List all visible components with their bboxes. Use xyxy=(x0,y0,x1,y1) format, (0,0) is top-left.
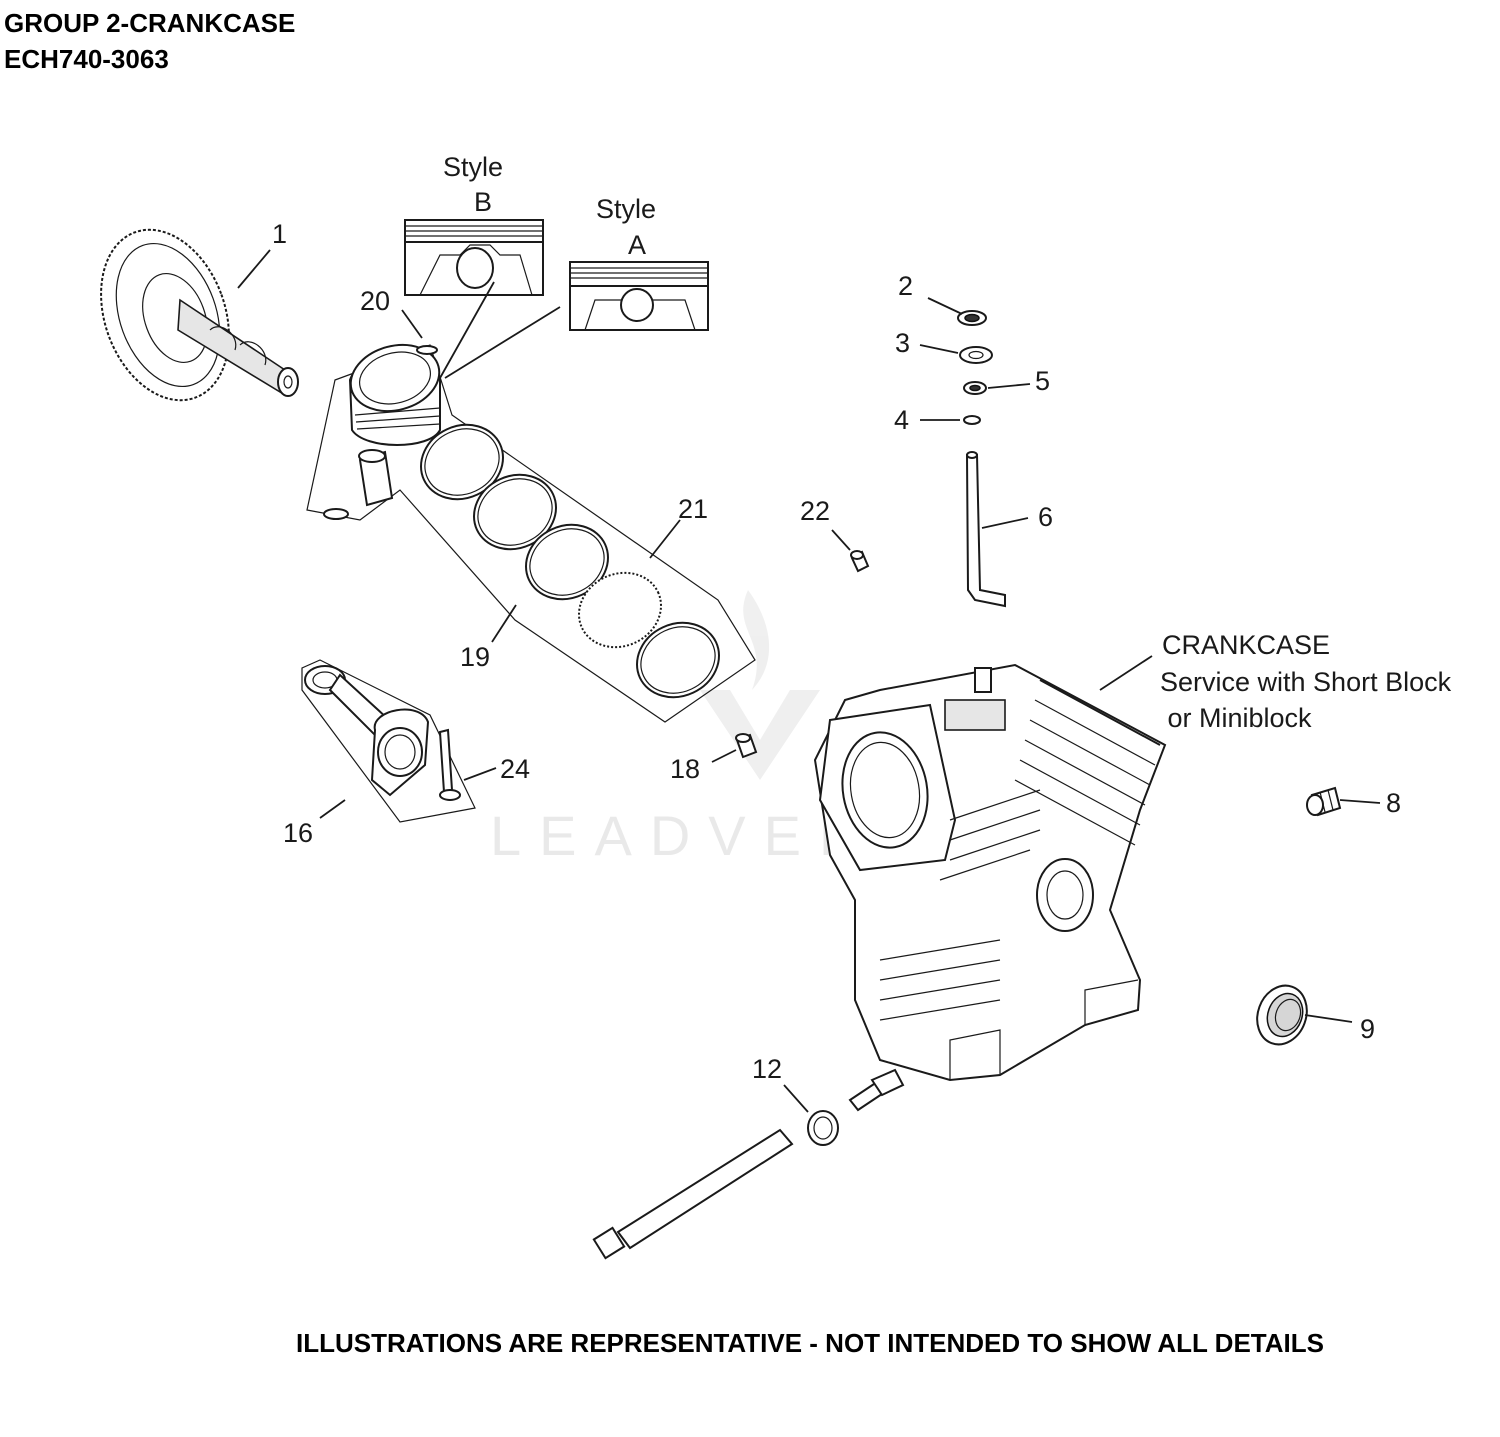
callout-5[interactable]: 5 xyxy=(1035,366,1050,396)
model-number: ECH740-3063 xyxy=(4,44,169,74)
callout-4[interactable]: 4 xyxy=(894,405,909,435)
leader-style-b xyxy=(439,281,495,379)
dowel-pin-18[interactable] xyxy=(735,733,758,759)
leader-12 xyxy=(783,1084,809,1113)
style-a-label-2: A xyxy=(628,230,646,260)
callout-19[interactable]: 19 xyxy=(460,642,490,672)
hose-clamp-12[interactable] xyxy=(807,1110,839,1146)
oil-drain-plug-8[interactable] xyxy=(1306,786,1342,817)
breather-tube-6[interactable] xyxy=(965,451,1006,608)
o-ring-4[interactable] xyxy=(963,415,981,425)
oil-seal-9[interactable] xyxy=(1249,979,1315,1052)
callout-24[interactable]: 24 xyxy=(500,754,530,784)
style-b-label-1: Style xyxy=(443,152,503,182)
leader-3 xyxy=(919,344,959,354)
crankcase-block[interactable] xyxy=(813,663,1167,1082)
piston-rings[interactable] xyxy=(409,412,732,711)
leader-16 xyxy=(319,799,346,819)
hose-fitting[interactable] xyxy=(848,1068,905,1112)
leader-6 xyxy=(981,517,1029,529)
callout-3[interactable]: 3 xyxy=(895,328,910,358)
piston-pin[interactable] xyxy=(358,449,394,507)
piston-pin-retainer[interactable] xyxy=(323,345,438,520)
callout-8[interactable]: 8 xyxy=(1386,788,1401,818)
leader-18 xyxy=(711,749,737,763)
leader-9 xyxy=(1304,1014,1353,1023)
leader-2 xyxy=(927,297,963,315)
breather-seal-2[interactable] xyxy=(957,310,987,326)
leader-crankcase xyxy=(1099,655,1153,691)
washer-3[interactable] xyxy=(959,346,993,364)
leader-22 xyxy=(831,529,851,551)
style-a-label-1: Style xyxy=(596,194,656,224)
leader-19 xyxy=(491,604,517,643)
callout-9[interactable]: 9 xyxy=(1360,1014,1375,1044)
piston-style-a[interactable] xyxy=(569,261,709,331)
plug-22[interactable] xyxy=(850,550,870,573)
leader-1 xyxy=(237,249,271,289)
leader-5 xyxy=(987,383,1031,389)
crankcase-label: CRANKCASE xyxy=(1162,630,1330,660)
grommet-5[interactable] xyxy=(963,381,987,395)
callout-6[interactable]: 6 xyxy=(1038,502,1053,532)
connecting-rod-frame xyxy=(301,659,476,823)
callout-12[interactable]: 12 xyxy=(752,1054,782,1084)
crankcase-service-note-1: Service with Short Block xyxy=(1160,667,1452,697)
camshaft-gear-part[interactable] xyxy=(79,212,299,418)
leader-21 xyxy=(649,519,681,559)
connecting-rod-bolt[interactable] xyxy=(438,728,461,801)
group-title: GROUP 2-CRANKCASE xyxy=(4,8,296,38)
style-b-label-2: B xyxy=(474,187,492,217)
callout-20[interactable]: 20 xyxy=(360,286,390,316)
callout-16[interactable]: 16 xyxy=(283,818,313,848)
disclaimer-note: ILLUSTRATIONS ARE REPRESENTATIVE - NOT I… xyxy=(296,1328,1324,1358)
piston-style-b[interactable] xyxy=(404,219,544,296)
leader-20 xyxy=(401,309,423,339)
callout-21[interactable]: 21 xyxy=(678,494,708,524)
callout-2[interactable]: 2 xyxy=(898,271,913,301)
piston-assembly[interactable] xyxy=(343,335,446,446)
leader-style-a xyxy=(444,306,561,379)
crankcase-service-note-2: or Miniblock xyxy=(1160,703,1312,733)
connecting-rod[interactable] xyxy=(304,665,430,797)
callout-18[interactable]: 18 xyxy=(670,754,700,784)
leader-24 xyxy=(463,767,497,781)
callout-1[interactable]: 1 xyxy=(272,219,287,249)
oil-drain-hose[interactable] xyxy=(592,1128,794,1260)
callout-22[interactable]: 22 xyxy=(800,496,830,526)
leader-8 xyxy=(1339,799,1381,804)
